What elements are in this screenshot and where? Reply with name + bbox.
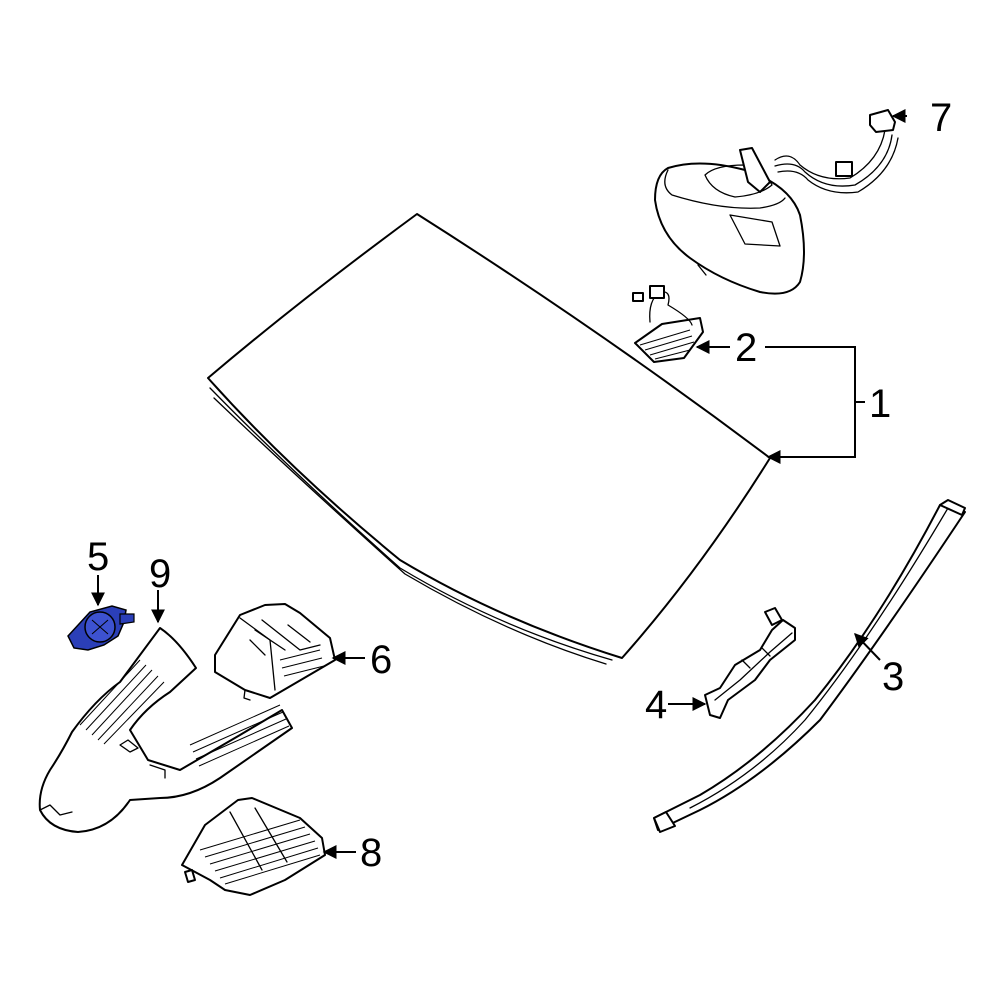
callout-label-2: 2 [735, 326, 757, 370]
callout-label-5: 5 [87, 535, 109, 579]
molding-clip-part[interactable] [704, 607, 796, 719]
windshield-part[interactable] [207, 213, 771, 665]
callout-label-3: 3 [882, 655, 904, 699]
callout-label-8: 8 [360, 831, 382, 875]
callout-label-1: 1 [869, 382, 891, 426]
camera-bracket-part[interactable] [214, 603, 336, 701]
rain-sensor-part[interactable] [632, 285, 704, 363]
callout-label-7: 7 [930, 96, 952, 140]
callout-labels: 7 2 1 3 4 5 9 6 8 [87, 96, 952, 875]
highlighted-sensor-part[interactable] [67, 605, 135, 651]
mirror-cover-part[interactable] [38, 627, 293, 833]
callout-label-6: 6 [370, 638, 392, 682]
leader-lines [91, 109, 907, 859]
rear-view-mirror-part[interactable] [654, 109, 899, 295]
bracket-cover-part[interactable] [181, 797, 326, 896]
callout-label-9: 9 [149, 552, 171, 596]
callout-label-4: 4 [645, 683, 667, 727]
